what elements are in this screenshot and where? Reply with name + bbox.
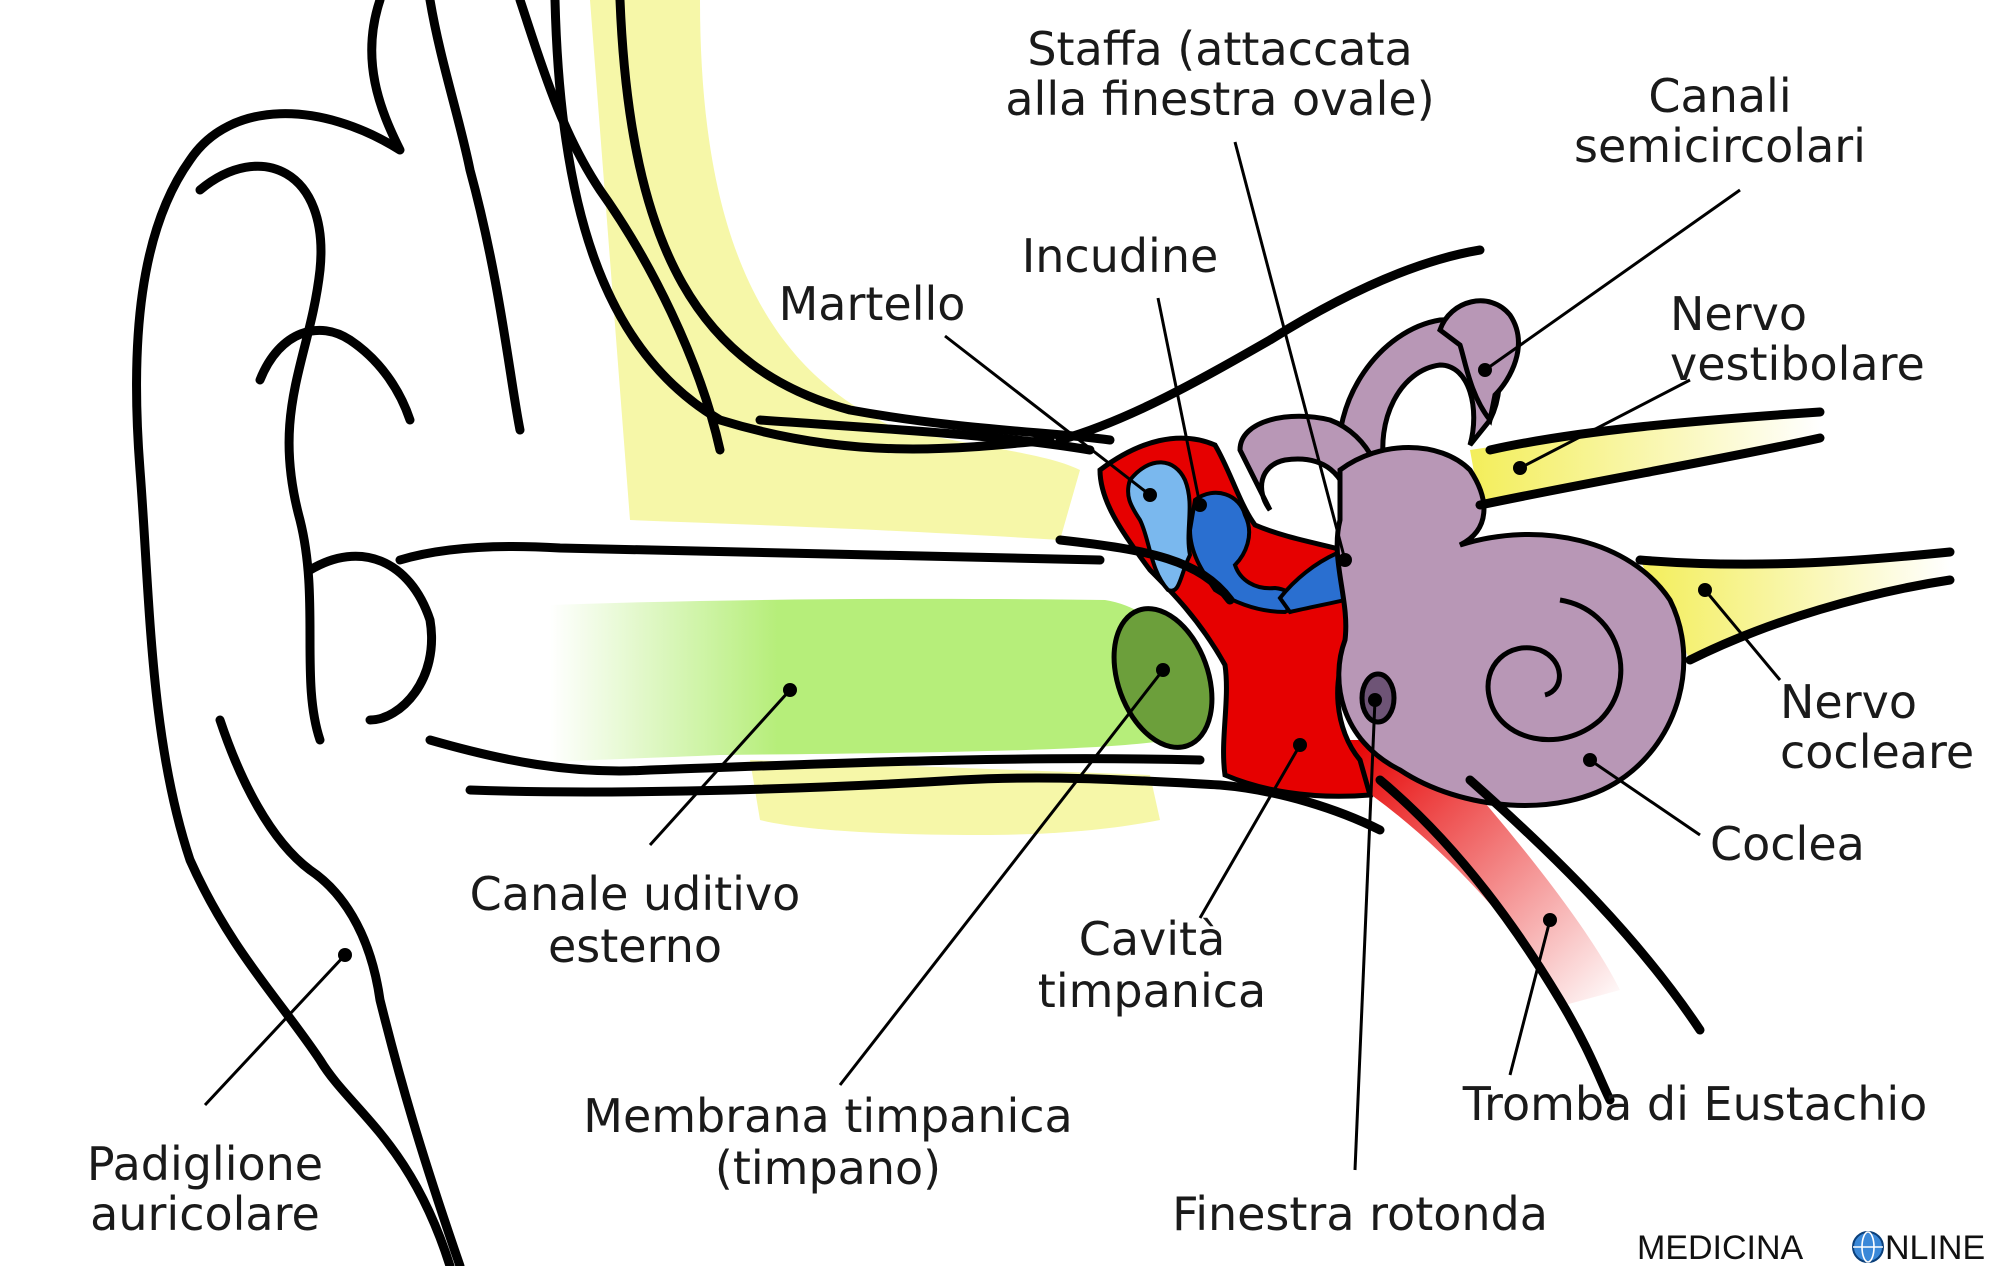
- cochlea-spiral: [1485, 597, 1624, 743]
- label-incudine: Incudine: [1022, 229, 1219, 283]
- temporal-bone-lower: [750, 760, 1160, 835]
- leader-dots: [338, 363, 1712, 962]
- label-martello: Martello: [779, 277, 966, 331]
- label-membrana-line1: Membrana timpanica: [583, 1089, 1073, 1143]
- label-padiglione-line1: Padiglione: [87, 1137, 323, 1191]
- external-canal: [550, 598, 1201, 762]
- labels: Staffa (attaccata alla finestra ovale) C…: [87, 22, 1974, 1241]
- vestibular-nerve: [1470, 412, 1820, 505]
- label-canali-line1: Canali: [1648, 69, 1791, 123]
- leader-lines: [203, 141, 1782, 1171]
- label-cavita-line2: timpanica: [1038, 964, 1266, 1018]
- label-staffa-line1: Staffa (attaccata: [1027, 22, 1412, 76]
- label-nervo-cocleare-line1: Nervo: [1780, 675, 1917, 729]
- label-nervo-vestibolare-line1: Nervo: [1670, 287, 1807, 341]
- label-membrana-line2: (timpano): [715, 1141, 941, 1195]
- watermark: MEDICINA NLINE: [1637, 1229, 1985, 1266]
- label-cavita-line1: Cavità: [1079, 912, 1226, 966]
- globe-icon: [1852, 1231, 1884, 1263]
- label-canale-line1: Canale uditivo: [470, 867, 801, 921]
- label-nervo-vestibolare-line2: vestibolare: [1670, 337, 1925, 391]
- label-tromba: Tromba di Eustachio: [1462, 1077, 1928, 1131]
- label-nervo-cocleare-line2: cocleare: [1780, 725, 1974, 779]
- label-canali-line2: semicircolari: [1574, 119, 1866, 173]
- label-padiglione-line2: auricolare: [90, 1187, 320, 1241]
- cochlea: [1334, 445, 1687, 808]
- label-canale-line2: esterno: [548, 919, 722, 973]
- eustachian-tube: [1350, 740, 1620, 1005]
- label-staffa-line2: alla finestra ovale): [1005, 72, 1434, 126]
- cochlear-nerve: [1640, 552, 1950, 660]
- watermark-right: NLINE: [1885, 1229, 1985, 1266]
- watermark-left: MEDICINA: [1637, 1229, 1804, 1266]
- label-coclea: Coclea: [1710, 817, 1865, 871]
- eardrum: [1111, 606, 1215, 750]
- label-finestra-rotonda: Finestra rotonda: [1172, 1187, 1548, 1241]
